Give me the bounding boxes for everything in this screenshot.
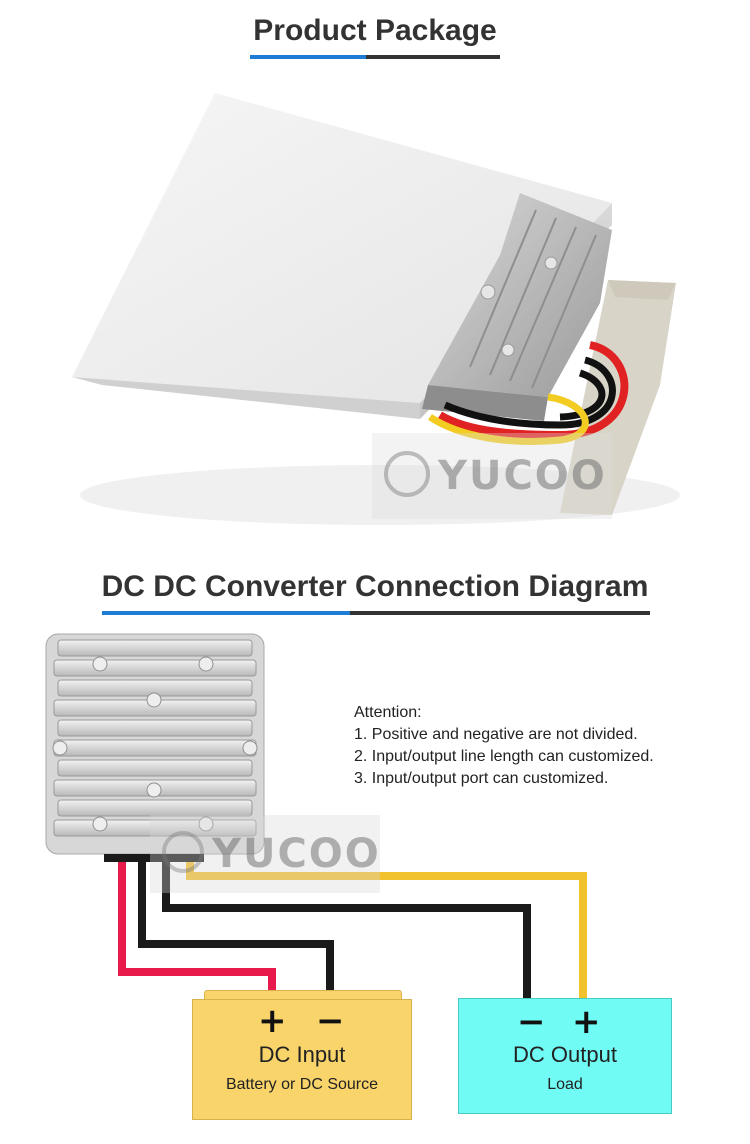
watermark-text: YUCOO bbox=[212, 831, 381, 877]
dc-input-title: DC Input bbox=[258, 1042, 346, 1067]
attention-notes: Attention: 1. Positive and negative are … bbox=[354, 702, 654, 790]
attention-item: 2. Input/output line length can customiz… bbox=[354, 748, 654, 765]
minus-sign: − bbox=[517, 1002, 546, 1042]
battery-terminal-strip bbox=[204, 990, 402, 1001]
wire-black-input bbox=[138, 862, 334, 1000]
dc-output-load: − + DC Output Load bbox=[458, 998, 672, 1114]
minus-sign: − bbox=[316, 1001, 345, 1041]
wire-red bbox=[118, 862, 276, 1000]
plus-sign: + bbox=[572, 1002, 601, 1042]
diagram-section-title: DC DC Converter Connection Diagram bbox=[101, 570, 649, 603]
attention-item: 1. Positive and negative are not divided… bbox=[354, 726, 638, 743]
battery-body bbox=[192, 999, 412, 1120]
diagram-title-underline bbox=[102, 611, 650, 615]
dc-input-battery: + − DC Input Battery or DC Source bbox=[192, 990, 412, 1120]
plus-sign: + bbox=[258, 1001, 287, 1041]
watermark-logo-bottom: YUCOO bbox=[150, 815, 380, 893]
attention-heading: Attention: bbox=[354, 704, 422, 721]
wire-black-output bbox=[162, 862, 531, 1005]
watermark-badge-icon bbox=[162, 831, 204, 873]
dc-output-title: DC Output bbox=[513, 1042, 617, 1067]
dc-input-subtitle: Battery or DC Source bbox=[225, 1076, 379, 1093]
watermark-badge-icon bbox=[384, 451, 430, 497]
watermark-logo-top: YUCOO bbox=[372, 433, 612, 519]
converter-module bbox=[45, 633, 265, 862]
watermark-text: YUCOO bbox=[438, 453, 607, 499]
product-package-photo bbox=[72, 93, 680, 525]
package-title-underline bbox=[250, 55, 500, 59]
package-section-title: Product Package bbox=[253, 14, 497, 47]
attention-item: 3. Input/output port can customized. bbox=[354, 770, 609, 787]
dc-output-subtitle: Load bbox=[547, 1076, 583, 1093]
